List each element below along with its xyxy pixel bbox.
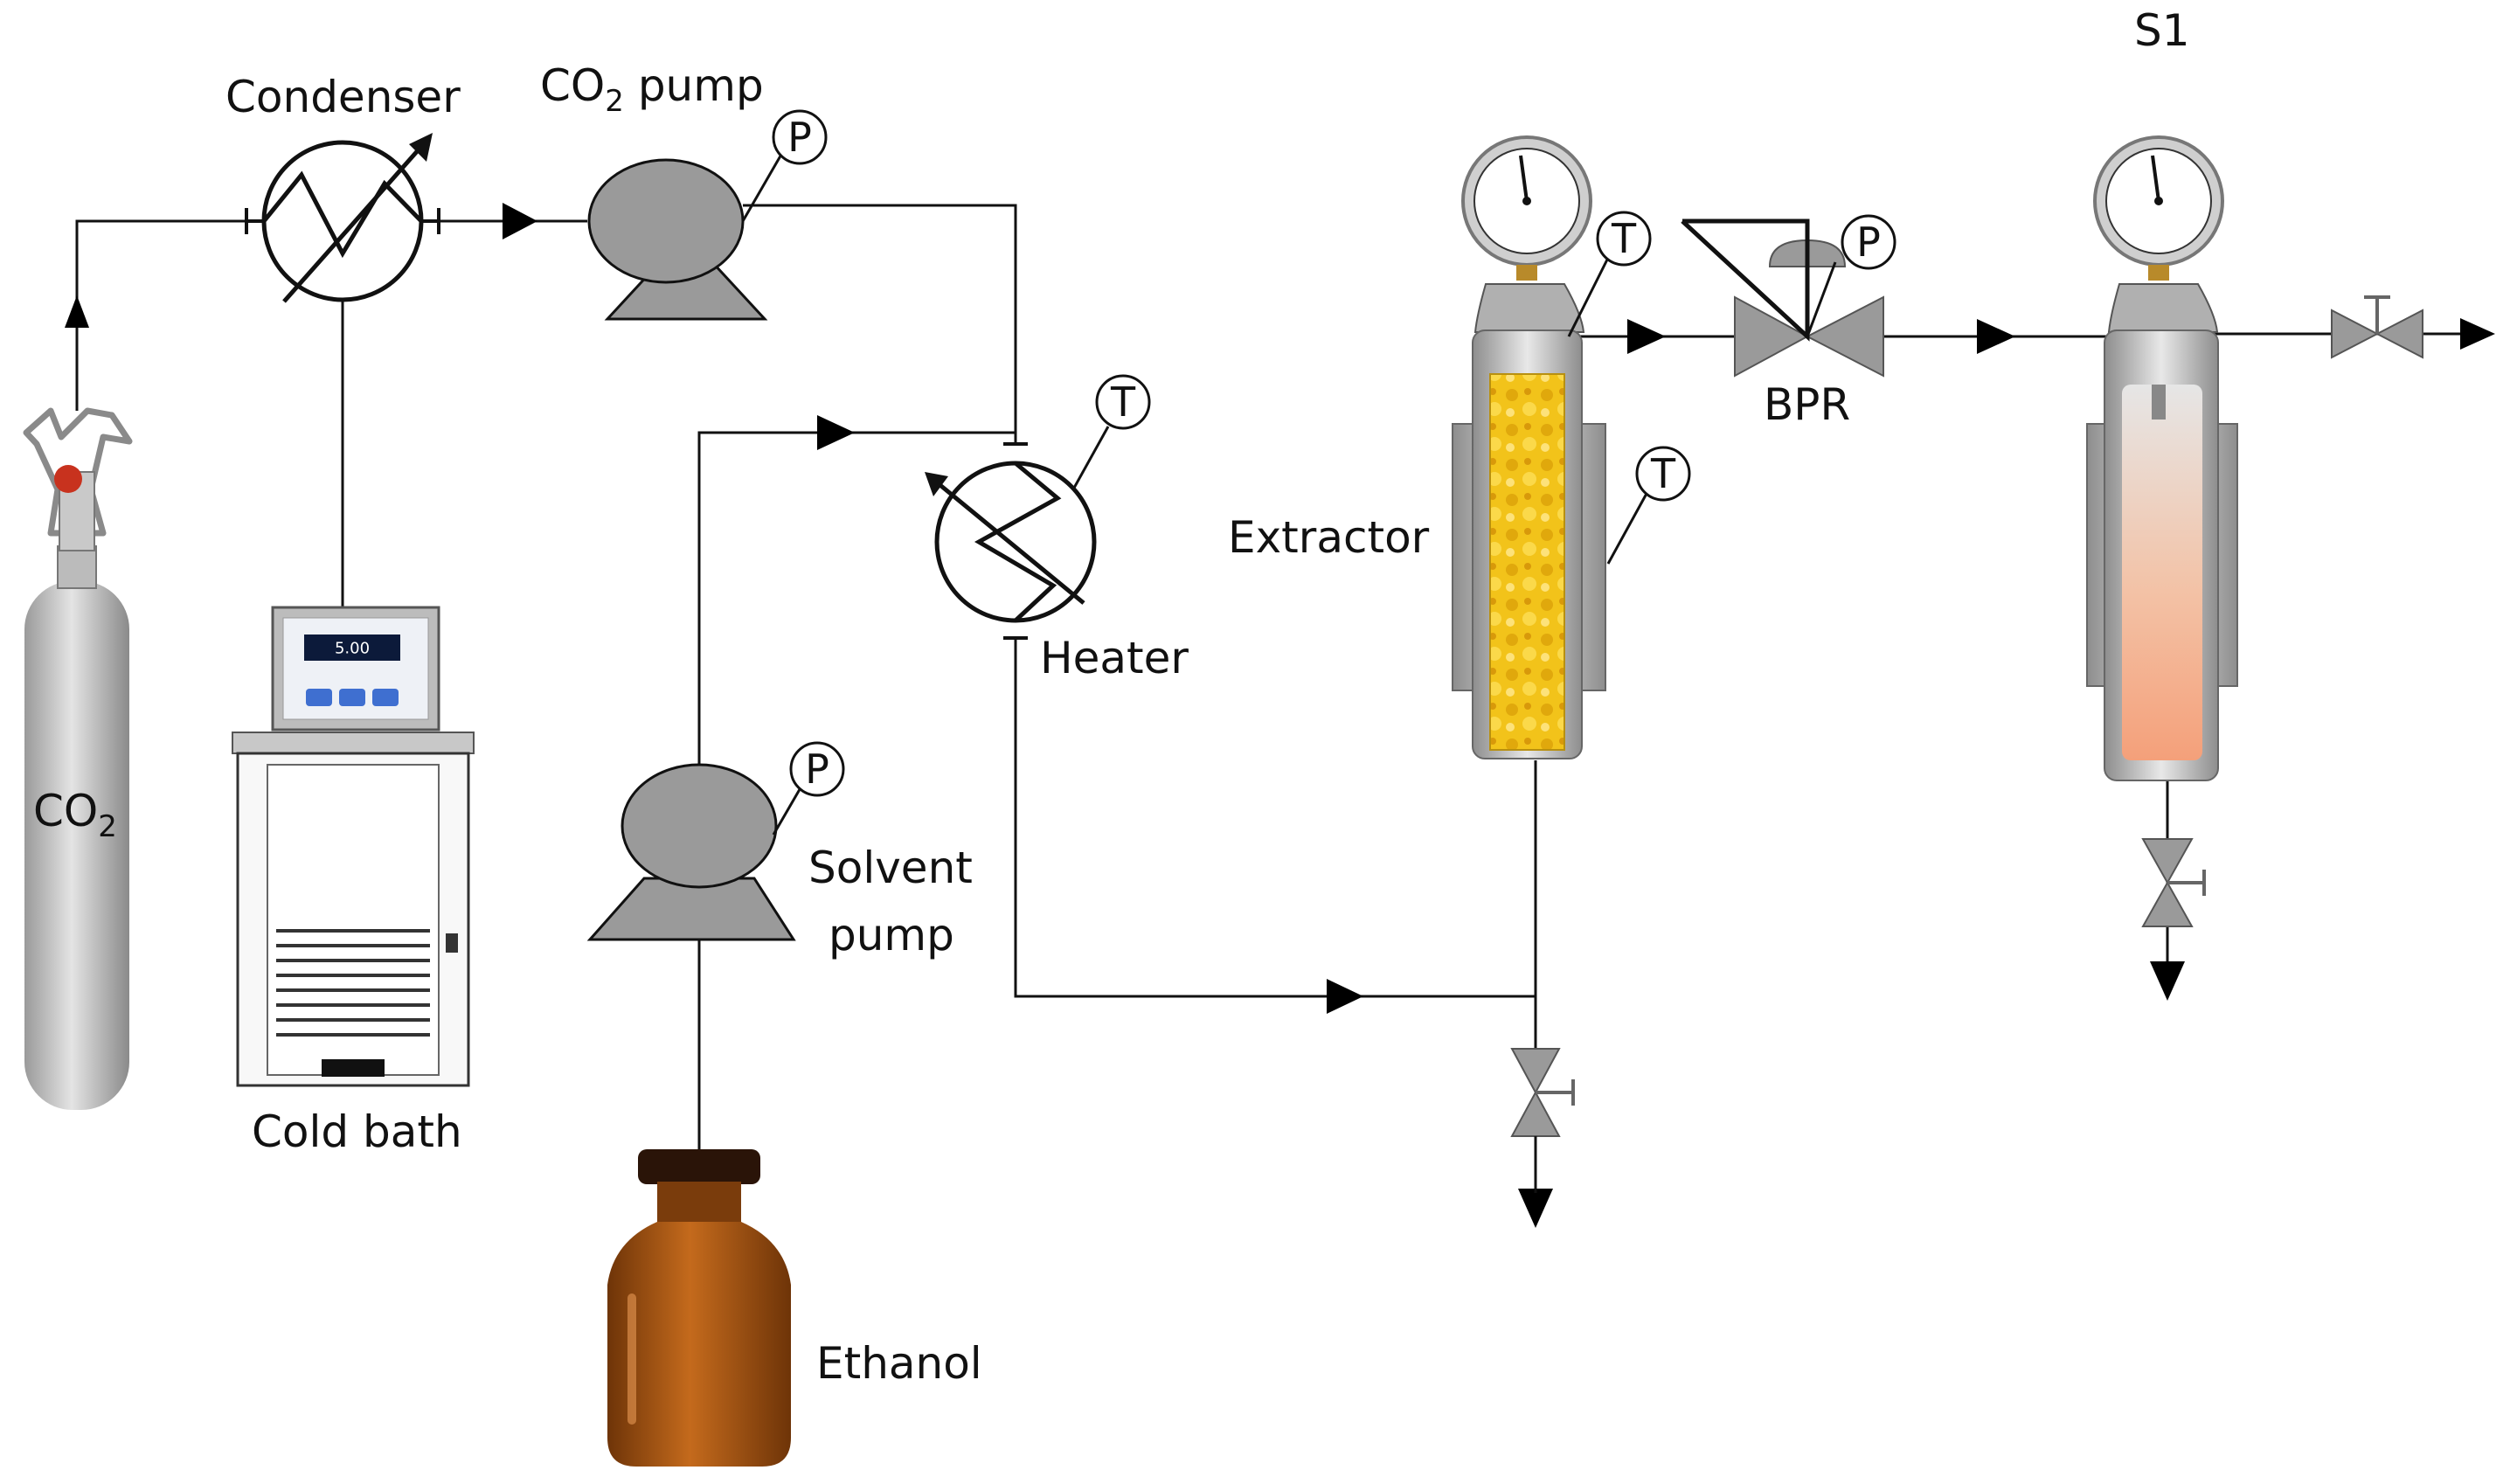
extractor-drain-valve: [1510, 1048, 1575, 1193]
co2-pump-head: [587, 158, 745, 284]
solvent-pump: P Solvent pump: [586, 741, 973, 960]
condenser-adjust-arrowhead: [409, 133, 433, 162]
co2-pump-pressure-indicator: [772, 109, 828, 165]
flow-arrow-right: [2460, 318, 2495, 350]
solvent-pump-head: [621, 763, 778, 889]
bpr-pressure-indicator: [1841, 214, 1896, 270]
separator-s1: S1: [2086, 5, 2238, 781]
cold-bath-lid: [232, 732, 475, 754]
extractor-top-temperature-leader: [1567, 257, 1610, 337]
co2-pump: P CO2 pump: [540, 60, 828, 321]
heater-temperature-indicator: [1095, 374, 1151, 430]
heater: T Heater: [925, 374, 1189, 683]
co2-cylinder-label: CO2: [33, 786, 117, 844]
flow-arrow-right: [1627, 319, 1666, 354]
cold-bath-foot-plate: [322, 1059, 385, 1077]
extractor-packed-bed: [1489, 373, 1565, 751]
cold-bath-label: Cold bath: [252, 1106, 462, 1157]
separator-drain-valve: [2141, 838, 2206, 927]
extractor-jacket-temperature-tag: T: [1650, 450, 1676, 497]
co2-cylinder: CO2: [23, 407, 133, 1110]
condenser: Condenser: [225, 72, 461, 303]
bpr-valve-left: [1734, 295, 1810, 378]
separator-label: S1: [2134, 5, 2190, 56]
flow-arrow-right: [817, 415, 855, 450]
cold-bath-button: [372, 689, 399, 706]
separator-dip-tube: [2152, 385, 2166, 420]
solvent-pump-pressure-tag: P: [805, 745, 829, 793]
bottle-body: [607, 1222, 791, 1467]
heater-adjust-arrowhead: [925, 472, 948, 496]
cylinder-valve-handle: [23, 407, 133, 537]
heater-label: Heater: [1040, 633, 1189, 683]
extractor-label: Extractor: [1228, 512, 1430, 563]
condenser-coil: [262, 170, 423, 259]
flow-arrow-down: [1518, 1189, 1553, 1228]
solvent-pump-label: pump: [829, 910, 954, 960]
heater-temperature-tag: T: [1110, 378, 1136, 426]
cold-bath-vent-grille: [276, 929, 430, 1037]
cylinder-valve-knob: [54, 465, 82, 493]
cold-bath-display-value: 5.00: [335, 640, 370, 658]
bpr-pressure-tag: P: [1856, 218, 1881, 266]
cold-bath: 5.00 Cold bath: [232, 606, 475, 1157]
cylinder-body: [24, 581, 129, 1110]
cold-bath-button: [339, 689, 365, 706]
heater-coil: [974, 461, 1062, 622]
heater-circle: [934, 461, 1097, 623]
cold-bath-button: [306, 689, 332, 706]
pipe-co2-pump-to-heater: [743, 204, 1017, 444]
bpr-pressure-leader: [1806, 261, 1837, 337]
extractor-jacket-temperature-leader: [1606, 491, 1649, 565]
solvent-pump-base: [586, 877, 796, 941]
separator-top-cap: [2107, 283, 2219, 333]
back-pressure-regulator: P BPR: [1681, 214, 1896, 430]
heater-adjust-arrow: [935, 481, 1085, 605]
co2-pump-pressure-tag: P: [787, 114, 812, 161]
pipe-solvent-pump-to-heater: [697, 431, 1016, 765]
bpr-label: BPR: [1764, 379, 1850, 430]
cold-bath-front-panel: [267, 764, 440, 1076]
pressure-gauge: [1461, 135, 1592, 281]
cylinder-neck: [57, 545, 97, 589]
pipe-heater-to-extractor-bottom: [1014, 638, 1536, 998]
ethanol-label: Ethanol: [816, 1338, 982, 1389]
bpr-valve-right: [1805, 295, 1884, 378]
cold-bath-switch: [446, 933, 458, 953]
cold-bath-display: [304, 635, 400, 661]
extractor-top-cap: [1473, 283, 1585, 333]
condenser-adjust-arrow: [282, 147, 421, 303]
extractor-jacket-temperature-indicator: [1635, 446, 1691, 502]
flow-arrow-right: [503, 203, 537, 239]
extractor-top-temperature-tag: T: [1611, 215, 1637, 262]
solvent-pump-pressure-indicator: [789, 741, 845, 797]
ethanol-bottle: Ethanol: [607, 1149, 982, 1467]
extractor: T T Extractor: [1228, 135, 1691, 759]
condenser-circle: [261, 140, 424, 302]
flow-arrows: [65, 203, 2495, 1228]
separator-liquid: [2122, 385, 2202, 760]
flow-arrow-up: [65, 295, 89, 328]
extractor-top-temperature-indicator: [1596, 211, 1652, 267]
separator-gas-outlet-valve: [2331, 295, 2423, 359]
bottle-stopper: [638, 1149, 760, 1184]
solvent-pump-label: Solvent: [808, 843, 973, 893]
bottle-highlight: [628, 1293, 636, 1425]
pipe-cylinder-to-condenser: [75, 219, 245, 411]
co2-pump-label: CO2 pump: [540, 60, 764, 119]
heater-temperature-leader: [1071, 426, 1110, 490]
solvent-pump-pressure-leader: [772, 784, 804, 836]
bpr-spring-triangle: [1681, 218, 1810, 342]
co2-pump-pressure-leader: [741, 152, 784, 222]
condenser-label: Condenser: [225, 72, 461, 122]
flow-arrow-right: [1327, 979, 1363, 1014]
pressure-gauge: [2093, 135, 2224, 281]
piping: [75, 204, 2465, 1154]
flow-arrow-down: [2150, 961, 2185, 1001]
bottle-neck: [657, 1182, 741, 1224]
flow-arrow-right: [1977, 319, 2015, 354]
